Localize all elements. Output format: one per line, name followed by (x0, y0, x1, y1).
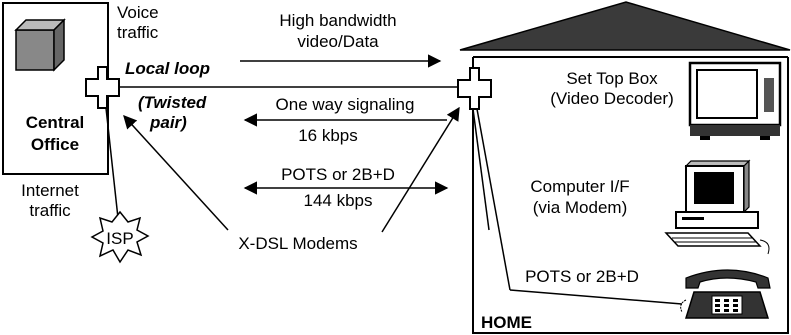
pots-signal-label: POTS or 2B+D (281, 165, 395, 184)
home-splitter-icon (457, 67, 492, 110)
modem-pointer-co (123, 115, 229, 231)
stb-label-2: (Video Decoder) (550, 89, 673, 108)
isp-starburst-icon (90, 210, 150, 264)
voice-traffic-label-2: traffic (117, 23, 159, 42)
internet-traffic-label-1: Internet (21, 181, 79, 200)
home-wiring-2 (476, 108, 511, 291)
switch-cube-icon (14, 18, 66, 72)
twisted-pair-label-2: pair) (149, 113, 187, 132)
stb-label-1: Set Top Box (566, 69, 658, 88)
telephone-icon (680, 269, 771, 319)
voice-traffic-label-1: Voice (117, 3, 159, 22)
modem-pointer-home (381, 106, 460, 233)
twisted-pair-label-1: (Twisted (138, 93, 207, 112)
house-walls (472, 57, 789, 334)
home-wiring-3 (509, 289, 683, 305)
144kbps-label: 144 kbps (304, 191, 373, 210)
computer-icon (664, 159, 770, 255)
home-label: HOME (481, 313, 532, 332)
central-office-label-2: Office (31, 135, 79, 154)
tv-icon (688, 61, 782, 140)
high-bandwidth-label-1: High bandwidth (279, 11, 396, 30)
one-way-signaling-label: One way signaling (276, 95, 415, 114)
high-bandwidth-label-2: video/Data (297, 32, 379, 51)
16kbps-label: 16 kbps (298, 126, 358, 145)
isp-line (105, 107, 119, 219)
computer-label-1: Computer I/F (530, 177, 629, 196)
pots-home-label: POTS or 2B+D (525, 267, 639, 286)
isp-label: ISP (106, 229, 133, 248)
co-splitter-icon (85, 66, 120, 109)
computer-label-2: (via Modem) (533, 198, 627, 217)
internet-traffic-label-2: traffic (29, 201, 71, 220)
local-loop-label: Local loop (125, 59, 210, 78)
xdsl-modems-label: X-DSL Modems (238, 234, 357, 253)
central-office-label-1: Central (26, 113, 85, 132)
house-roof (459, 1, 791, 51)
home-wiring-1 (472, 108, 490, 231)
